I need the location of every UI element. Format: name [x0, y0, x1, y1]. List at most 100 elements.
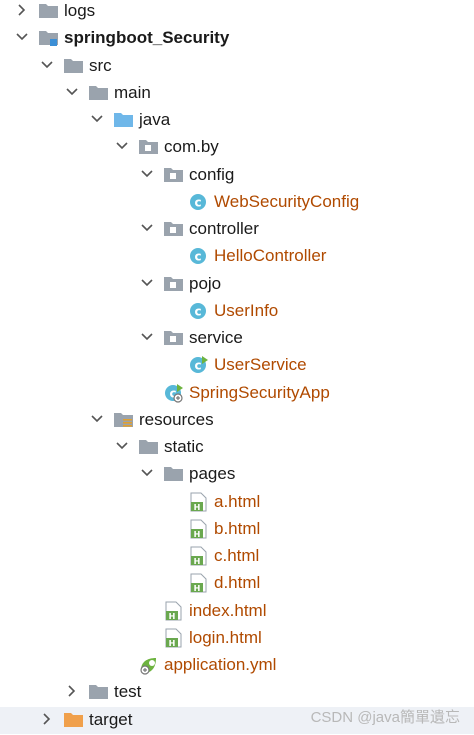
- java-service-class-icon: c: [188, 355, 210, 380]
- html-file-icon: H: [163, 628, 185, 653]
- resources-folder-icon: [113, 410, 135, 435]
- html-file-icon: H: [163, 601, 185, 626]
- chevron-down-icon[interactable]: [39, 57, 55, 73]
- package-icon: [163, 328, 185, 353]
- chevron-down-icon[interactable]: [139, 465, 155, 481]
- tree-item-label: java: [139, 110, 171, 129]
- tree-row-websecurityconfig[interactable]: c WebSecurityConfig: [0, 189, 474, 216]
- java-class-icon: c: [188, 301, 210, 326]
- tree-item-label: d.html: [214, 573, 261, 593]
- svg-text:H: H: [194, 530, 201, 539]
- tree-item-label: c.html: [214, 546, 260, 565]
- chevron-right-icon[interactable]: [39, 711, 55, 727]
- tree-row-userinfo[interactable]: c UserInfo: [0, 298, 474, 325]
- watermark: CSDN @java簡單遺忘: [310, 709, 460, 726]
- tree-item-label: logs: [64, 1, 96, 20]
- chevron-down-icon[interactable]: [139, 220, 155, 236]
- tree-item-label: controller: [189, 219, 259, 238]
- chevron-down-icon[interactable]: [114, 438, 130, 454]
- folder-icon: [138, 437, 160, 462]
- tree-row-com-by[interactable]: com.by: [0, 134, 474, 161]
- chevron-down-icon[interactable]: [114, 138, 130, 154]
- chevron-down-icon[interactable]: [14, 29, 30, 45]
- chevron-down-icon[interactable]: [139, 275, 155, 291]
- html-file-icon: H: [188, 546, 210, 571]
- tree-row-resources[interactable]: resources: [0, 407, 474, 434]
- tree-row-config[interactable]: config: [0, 162, 474, 189]
- tree-item-label: login.html: [189, 627, 262, 647]
- tree-row-pojo[interactable]: pojo: [0, 271, 474, 298]
- svg-text:c: c: [194, 195, 201, 209]
- tree-row-pages[interactable]: pages: [0, 461, 474, 488]
- tree-row-controller[interactable]: controller: [0, 216, 474, 243]
- excluded-folder-icon: [63, 710, 85, 735]
- tree-item-label: HelloController: [214, 246, 327, 266]
- tree-item-label: service: [189, 328, 243, 347]
- tree-item-label: index.html: [189, 600, 267, 620]
- html-file-icon: H: [188, 492, 210, 517]
- chevron-down-icon[interactable]: [89, 111, 105, 127]
- tree-row-logs[interactable]: logs: [0, 0, 474, 25]
- package-icon: [163, 165, 185, 190]
- tree-item-label: springboot_Security: [64, 28, 230, 48]
- chevron-right-icon[interactable]: [14, 2, 30, 18]
- tree-row-springsecurityapp[interactable]: c SpringSecurityApp: [0, 380, 474, 407]
- svg-text:c: c: [194, 359, 201, 373]
- svg-text:c: c: [194, 304, 201, 318]
- tree-row-java[interactable]: java: [0, 107, 474, 134]
- tree-item-label: a.html: [214, 491, 261, 511]
- tree-item-label: static: [164, 437, 204, 456]
- java-class-icon: c: [188, 246, 210, 271]
- tree-item-label: pages: [189, 464, 236, 484]
- folder-icon: [38, 1, 60, 26]
- package-icon: [163, 219, 185, 244]
- tree-row-springboot-security[interactable]: springboot_Security: [0, 25, 474, 52]
- tree-item-label: application.yml: [164, 655, 277, 674]
- tree-row-main[interactable]: main: [0, 80, 474, 107]
- svg-text:H: H: [194, 503, 201, 512]
- tree-item-label: com.by: [164, 137, 219, 157]
- tree-item-label: target: [89, 709, 133, 729]
- source-folder-icon: [113, 110, 135, 135]
- tree-item-label: src: [89, 55, 112, 75]
- tree-item-label: main: [114, 82, 151, 102]
- module-folder-icon: [38, 28, 60, 53]
- tree-item-label: resources: [139, 409, 214, 429]
- java-class-icon: c: [188, 192, 210, 217]
- spring-app-class-icon: c: [163, 383, 185, 408]
- tree-row-src[interactable]: src: [0, 53, 474, 80]
- tree-row-service[interactable]: service: [0, 325, 474, 352]
- chevron-down-icon[interactable]: [89, 411, 105, 427]
- html-file-icon: H: [188, 519, 210, 544]
- package-icon: [163, 274, 185, 299]
- tree-row-static[interactable]: static: [0, 434, 474, 461]
- svg-text:c: c: [194, 250, 201, 264]
- folder-icon: [163, 464, 185, 489]
- chevron-down-icon[interactable]: [139, 329, 155, 345]
- tree-row-target[interactable]: target: [0, 706, 474, 735]
- chevron-down-icon[interactable]: [64, 84, 80, 100]
- tree-row-test[interactable]: test: [0, 679, 474, 706]
- tree-row-userservice[interactable]: c UserService: [0, 352, 474, 379]
- tree-item-label: SpringSecurityApp: [189, 382, 330, 402]
- svg-text:H: H: [169, 612, 176, 621]
- tree-item-label: UserInfo: [214, 300, 279, 320]
- chevron-down-icon[interactable]: [139, 166, 155, 182]
- tree-item-label: pojo: [189, 273, 222, 293]
- html-file-icon: H: [188, 573, 210, 598]
- svg-text:c: c: [169, 386, 176, 400]
- chevron-right-icon[interactable]: [64, 683, 80, 699]
- tree-item-label: config: [189, 164, 235, 184]
- tree-item-label: WebSecurityConfig: [214, 191, 360, 211]
- svg-text:H: H: [169, 639, 176, 648]
- tree-row-hellocontroller[interactable]: c HelloController: [0, 243, 474, 270]
- tree-item-label: test: [114, 682, 142, 702]
- tree-row-application-yml[interactable]: application.yml: [0, 652, 474, 679]
- svg-text:H: H: [194, 584, 201, 593]
